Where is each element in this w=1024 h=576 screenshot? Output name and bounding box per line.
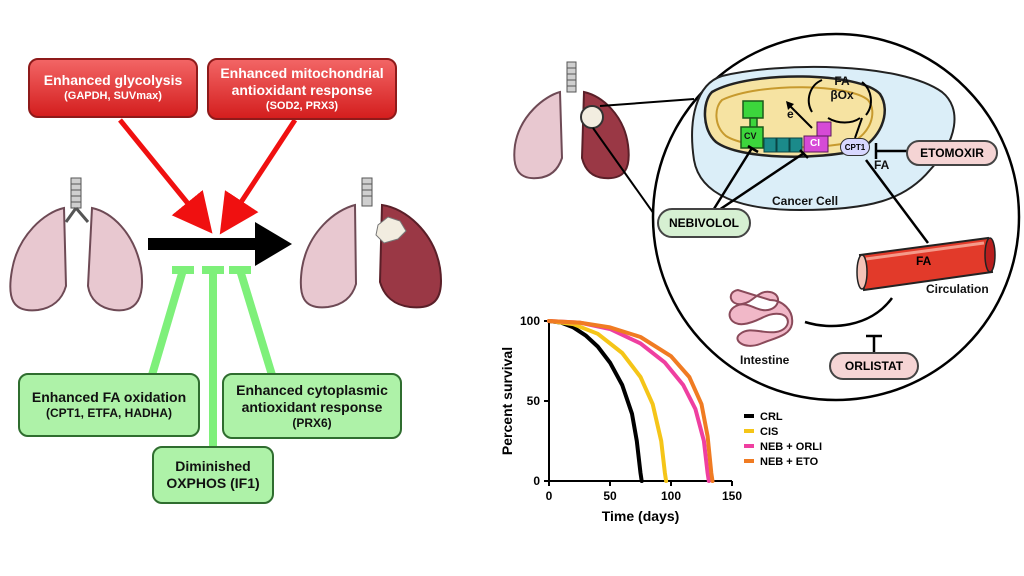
electron-transport-chain	[763, 137, 803, 153]
y-axis-label: Percent survival	[499, 347, 515, 455]
orlistat-inhibition	[804, 297, 894, 328]
intestine-label: Intestine	[740, 353, 790, 367]
progression-arrow	[148, 222, 292, 266]
oxphos-title-1: Diminished	[175, 458, 251, 474]
cancer-cell-label: Cancer Cell	[772, 194, 839, 208]
cytoplasmic-antioxidant-box: Enhanced cytoplasmic antioxidant respons…	[222, 373, 402, 439]
cytoplasmic-title-2: antioxidant response	[241, 398, 383, 415]
tumor-focus-icon	[580, 105, 604, 129]
y-tick-label: 50	[527, 394, 541, 408]
fa-transport-line	[864, 159, 930, 244]
fa-transport-label: FA	[874, 158, 890, 172]
small-lungs-icon	[513, 61, 630, 180]
mito-antioxidant-detail: (SOD2, PRX3)	[265, 99, 339, 112]
intestine-icon	[728, 288, 794, 347]
electron-text: e	[787, 107, 794, 121]
x-axis-label: Time (days)	[602, 508, 680, 524]
mito-antioxidant-title-2: antioxidant response	[231, 81, 373, 98]
mito-antioxidant-box: Enhanced mitochondrial antioxidant respo…	[207, 58, 397, 120]
fa-box-line2: βOx	[830, 88, 854, 102]
y-tick-label: 0	[533, 474, 540, 488]
legend-label: NEB + ORLI	[760, 441, 822, 453]
healthy-lungs-icon	[9, 177, 143, 312]
complex-i-icon	[803, 121, 832, 153]
ci-label: CI	[810, 138, 820, 149]
legend-label: CIS	[760, 426, 778, 438]
legend-label: CRL	[760, 411, 783, 423]
blood-vessel-icon	[856, 236, 996, 292]
cpt1-badge: CPT1	[840, 138, 870, 156]
vessel-fa-label: FA	[916, 254, 932, 268]
oxphos-title-2: OXPHOS (IF1)	[166, 475, 260, 491]
circulation-label: Circulation	[926, 282, 989, 296]
glycolysis-arrow	[118, 118, 213, 234]
x-tick-label: 150	[722, 489, 742, 503]
etomoxir-pill: ETOMOXIR	[906, 140, 998, 166]
x-tick-label: 0	[546, 489, 553, 503]
series-line	[547, 319, 715, 483]
glycolysis-box: Enhanced glycolysis (GAPDH, SUVmax)	[28, 58, 198, 118]
electron-sup: -	[793, 106, 797, 115]
fa-oxidation-title: Enhanced FA oxidation	[31, 389, 187, 405]
tumor-lungs-icon	[299, 177, 442, 309]
fa-oxidation-box: Enhanced FA oxidation (CPT1, ETFA, HADHA…	[18, 373, 200, 437]
electron-label: e-	[787, 106, 796, 121]
fa-beta-oxidation-cycle	[807, 79, 872, 124]
fa-box-label: FA βOx	[818, 74, 866, 102]
oxphos-box: Diminished OXPHOS (IF1)	[152, 446, 274, 504]
nebivolol-inhibition	[710, 144, 809, 214]
series-line	[547, 319, 644, 483]
inhibition-lines	[148, 266, 276, 448]
fa-oxidation-detail: (CPT1, ETFA, HADHA)	[46, 406, 172, 420]
legend-label: NEB + ETO	[760, 456, 819, 468]
cytoplasmic-detail: (PRX6)	[292, 415, 332, 430]
y-tick-label: 100	[520, 314, 540, 328]
glycolysis-detail: (GAPDH, SUVmax)	[64, 90, 162, 102]
fa-import-arrow	[854, 117, 863, 139]
cv-label: CV	[744, 131, 757, 141]
zoom-line-top	[599, 98, 695, 107]
mito-antioxidant-arrow	[219, 118, 298, 235]
mito-antioxidant-title-1: Enhanced mitochondrial	[220, 64, 384, 81]
nebivolol-pill: NEBIVOLOL	[657, 208, 751, 238]
x-tick-label: 100	[661, 489, 681, 503]
etomoxir-inhibition	[874, 143, 907, 159]
x-tick-label: 50	[603, 489, 617, 503]
cytoplasmic-title-1: Enhanced cytoplasmic	[236, 381, 388, 398]
series-line	[547, 319, 669, 483]
electron-arrow	[787, 103, 813, 129]
glycolysis-title: Enhanced glycolysis	[43, 72, 183, 88]
fa-box-line1: FA	[834, 74, 850, 88]
orlistat-pill: ORLISTAT	[829, 352, 919, 380]
